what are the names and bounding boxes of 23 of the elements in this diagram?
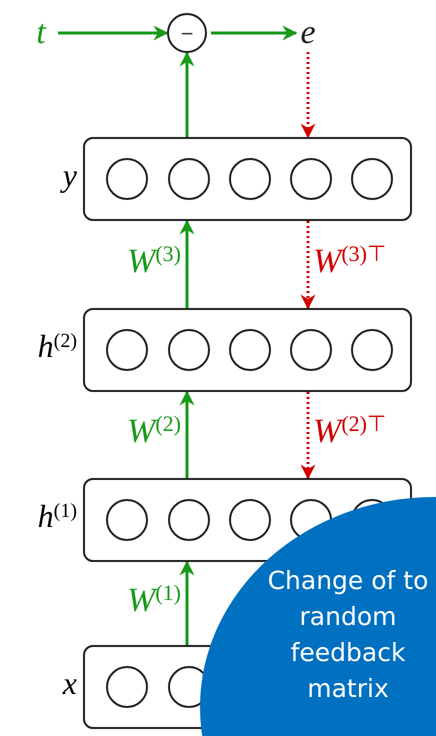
- edge-label: W$^{(2)}$: [127, 415, 181, 449]
- layer-label: h$^{(1)}$: [38, 500, 77, 532]
- variable-label: t: [28, 14, 54, 52]
- arrow: [211, 26, 298, 40]
- arrow: [180, 52, 194, 137]
- edge-label: W$^{(1)}$: [127, 584, 181, 618]
- layer-box: [83, 308, 412, 392]
- arrow: [180, 390, 194, 478]
- layer-label: y: [62, 159, 77, 191]
- dashed-arrow: [300, 221, 316, 310]
- edge-label: W$^{(3)}$: [127, 244, 181, 278]
- edge-label: W$^{(3)⊤}$: [313, 244, 386, 278]
- dashed-arrow: [300, 392, 316, 480]
- arrow: [58, 26, 168, 40]
- dashed-arrow: [300, 52, 316, 138]
- layer-label: x: [62, 667, 77, 699]
- layer-box: [83, 137, 412, 221]
- arrow: [180, 220, 194, 308]
- layer-label: h$^{(2)}$: [38, 330, 77, 362]
- callout-text: Change of to random feedback matrix: [266, 565, 430, 705]
- arrow: [180, 560, 194, 645]
- variable-label: e: [296, 14, 320, 52]
- edge-label: W$^{(2)⊤}$: [313, 415, 386, 449]
